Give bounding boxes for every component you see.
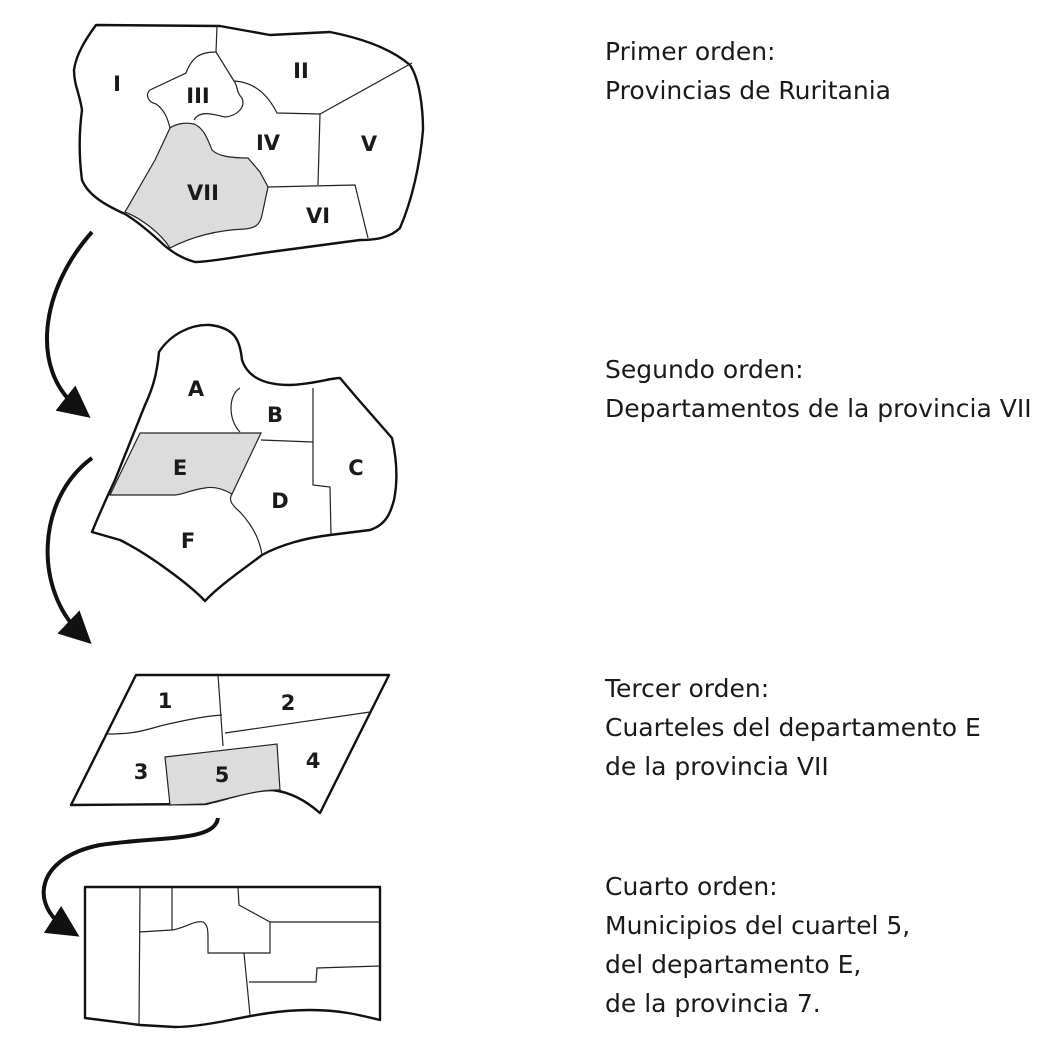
caption-level-4: Cuarto orden: Municipios del cuartel 5, … — [605, 867, 910, 1023]
quarter-label: 2 — [281, 691, 296, 715]
province-vii-shape — [124, 122, 269, 249]
caption-title: Segundo orden: — [605, 355, 804, 384]
department-label: D — [271, 489, 288, 513]
caption-level-3: Tercer orden: Cuarteles del departamento… — [605, 669, 981, 786]
province-label: IV — [256, 131, 281, 155]
department-label: F — [181, 529, 195, 553]
province-label: V — [361, 132, 378, 156]
quarter-label: 1 — [158, 689, 173, 713]
department-label-highlighted: E — [173, 456, 187, 480]
department-label: C — [348, 456, 363, 480]
caption-line: Provincias de Ruritania — [605, 76, 891, 105]
caption-title: Tercer orden: — [605, 674, 770, 703]
caption-level-2: Segundo orden: Departamentos de la provi… — [605, 350, 1032, 428]
province-label: VI — [306, 204, 330, 228]
province-label: II — [293, 59, 309, 83]
quarter-5-outline — [83, 885, 382, 1029]
caption-line: de la provincia VII — [605, 752, 829, 781]
caption-title: Cuarto orden: — [605, 872, 778, 901]
department-label: A — [188, 377, 205, 401]
caption-line: Departamentos de la provincia VII — [605, 394, 1032, 423]
quarter-5-shape — [164, 743, 281, 806]
department-e-shape — [109, 432, 262, 496]
caption-line: Cuarteles del departamento E — [605, 713, 981, 742]
municipalities-map — [83, 885, 382, 1029]
arrow-3-to-4 — [41, 817, 220, 937]
arrow-1-to-2 — [45, 230, 94, 418]
caption-line: de la provincia 7. — [605, 989, 821, 1018]
province-label: III — [186, 84, 209, 108]
arrow-2-to-3 — [45, 456, 94, 645]
caption-line: Municipios del cuartel 5, — [605, 911, 911, 940]
department-label: B — [267, 403, 283, 427]
caption-level-1: Primer orden: Provincias de Ruritania — [605, 32, 891, 110]
quarter-label: 4 — [306, 749, 321, 773]
quarters-map: 1 2 3 4 5 — [69, 673, 391, 815]
caption-line: del departamento E, — [605, 950, 862, 979]
provinces-map: I II III IV V VI VII — [72, 23, 425, 264]
province-label-highlighted: VII — [187, 181, 219, 205]
caption-title: Primer orden: — [605, 37, 776, 66]
quarter-label-highlighted: 5 — [215, 763, 230, 787]
departments-map: A B C D E F — [90, 323, 398, 603]
quarter-label: 3 — [134, 760, 149, 784]
province-label: I — [113, 72, 121, 96]
